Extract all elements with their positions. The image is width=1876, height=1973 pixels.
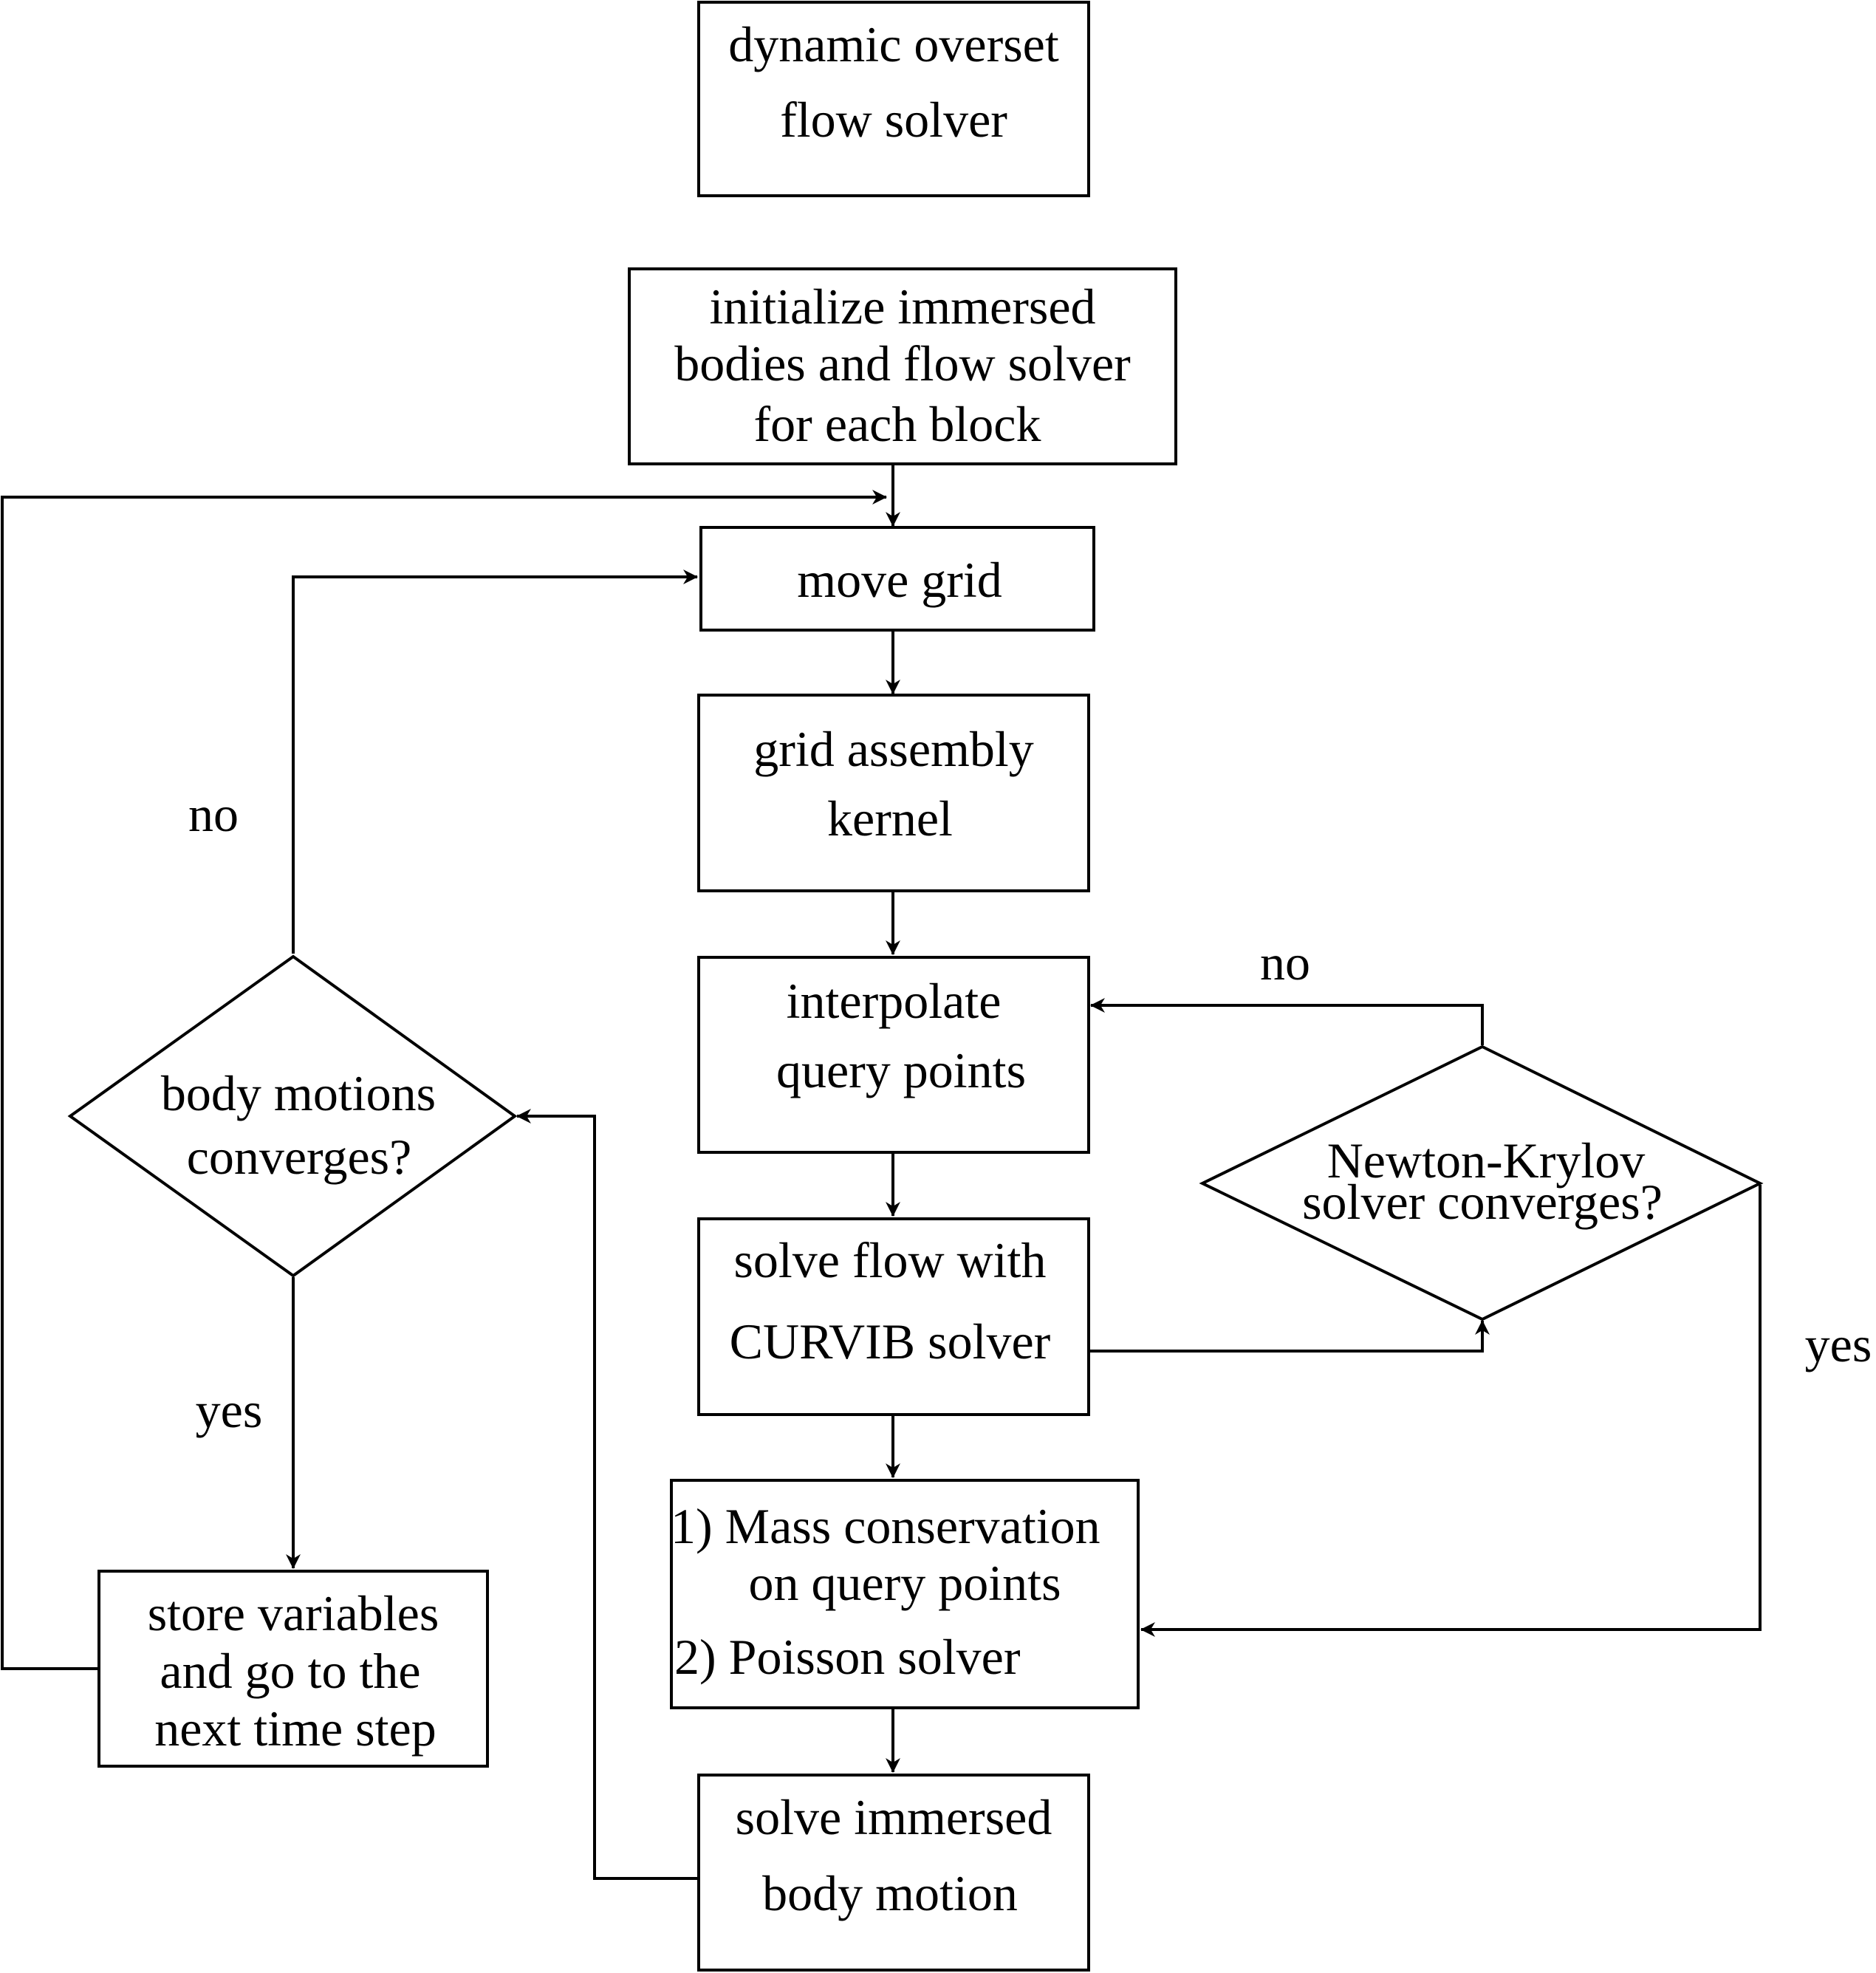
interpolate-line-2: query points — [776, 1042, 1026, 1098]
initialize-line-3: for each block — [754, 396, 1041, 452]
move-grid-label: move grid — [797, 552, 1002, 608]
node-grid-assembly-kernel: grid assembly kernel — [697, 694, 1090, 892]
solve-body-line-2: body motion — [762, 1865, 1018, 1921]
mass-line-1: 1) Mass conservation — [671, 1498, 1100, 1554]
mass-line-2: on query points — [748, 1555, 1061, 1611]
edge-newton-yes-to-mass — [1140, 1185, 1762, 1637]
newton-line-2: solver converges? — [1302, 1174, 1663, 1230]
newton-yes-label: yes — [1805, 1316, 1872, 1372]
edge-labels: no yes no yes — [188, 786, 1872, 1438]
overset-line-1: dynamic overset — [728, 16, 1059, 72]
grid-assembly-line-1: grid assembly — [753, 721, 1034, 777]
node-body-motions-converges: body motions converges? — [67, 954, 518, 1278]
body-converges-line-2: converges? — [187, 1129, 412, 1185]
mass-line-3: 2) Poisson solver — [674, 1629, 1021, 1685]
node-newton-krylov-converges: Newton-Krylov solver converges? — [1199, 1044, 1764, 1321]
solve-flow-line-2: CURVIB solver — [730, 1313, 1051, 1370]
edge-body-no-to-move-grid — [292, 570, 698, 954]
store-line-3: next time step — [154, 1700, 436, 1757]
body-converges-line-1: body motions — [161, 1065, 436, 1121]
edge-solve-flow-to-newton — [1089, 1320, 1490, 1353]
body-no-label: no — [188, 786, 239, 842]
node-mass-conservation-poisson: 1) Mass conservation on query points 2) … — [670, 1479, 1140, 1709]
store-line-1: store variables — [148, 1585, 439, 1641]
newton-line-1: Newton-Krylov — [1327, 1132, 1646, 1189]
edge-store-to-move-grid — [1, 490, 887, 1670]
node-store-variables: store variables and go to the next time … — [97, 1570, 489, 1768]
edge-solve-body-to-body-converges — [516, 1109, 699, 1880]
node-move-grid: move grid — [699, 526, 1095, 632]
node-solve-immersed-body-motion: solve immersed body motion — [697, 1774, 1090, 1972]
node-solve-flow-curvib: solve flow with CURVIB solver — [697, 1217, 1090, 1416]
newton-no-label: no — [1260, 934, 1310, 991]
node-interpolate-query-points: interpolate query points — [697, 956, 1090, 1154]
interpolate-line-1: interpolate — [787, 973, 1002, 1029]
overset-line-2: flow solver — [780, 92, 1007, 148]
node-initialize: initialize immersed bodies and flow solv… — [628, 267, 1177, 465]
solve-body-line-1: solve immersed — [736, 1789, 1052, 1845]
edge-newton-no-to-interpolate — [1090, 998, 1484, 1045]
grid-assembly-line-2: kernel — [827, 790, 953, 847]
initialize-line-2: bodies and flow solver — [674, 335, 1131, 391]
initialize-line-1: initialize immersed — [709, 278, 1095, 335]
body-yes-label: yes — [196, 1382, 263, 1438]
solve-flow-line-1: solve flow with — [733, 1232, 1046, 1288]
node-dynamic-overset-flow-solver: dynamic overset flow solver — [697, 1, 1090, 197]
store-line-2: and go to the — [160, 1643, 420, 1699]
edges — [1, 464, 1762, 1880]
